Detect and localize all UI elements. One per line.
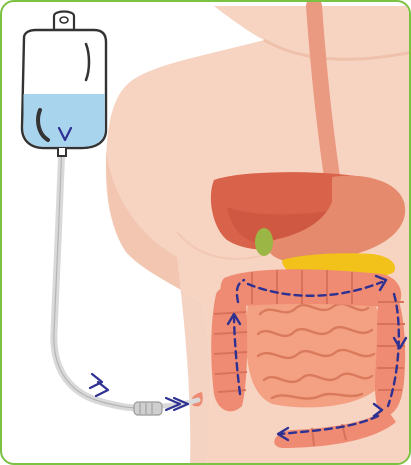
small-intestine [246,295,387,408]
bag-outlet [58,148,66,156]
tube-connector-icon [134,402,162,415]
bag-hanger-hole [60,17,68,23]
transverse-colon [221,269,402,308]
flow-arrow-tube-left [90,374,102,388]
gallbladder [255,228,273,256]
iv-bag-icon [22,12,106,157]
small-intestine-mass [246,295,387,408]
